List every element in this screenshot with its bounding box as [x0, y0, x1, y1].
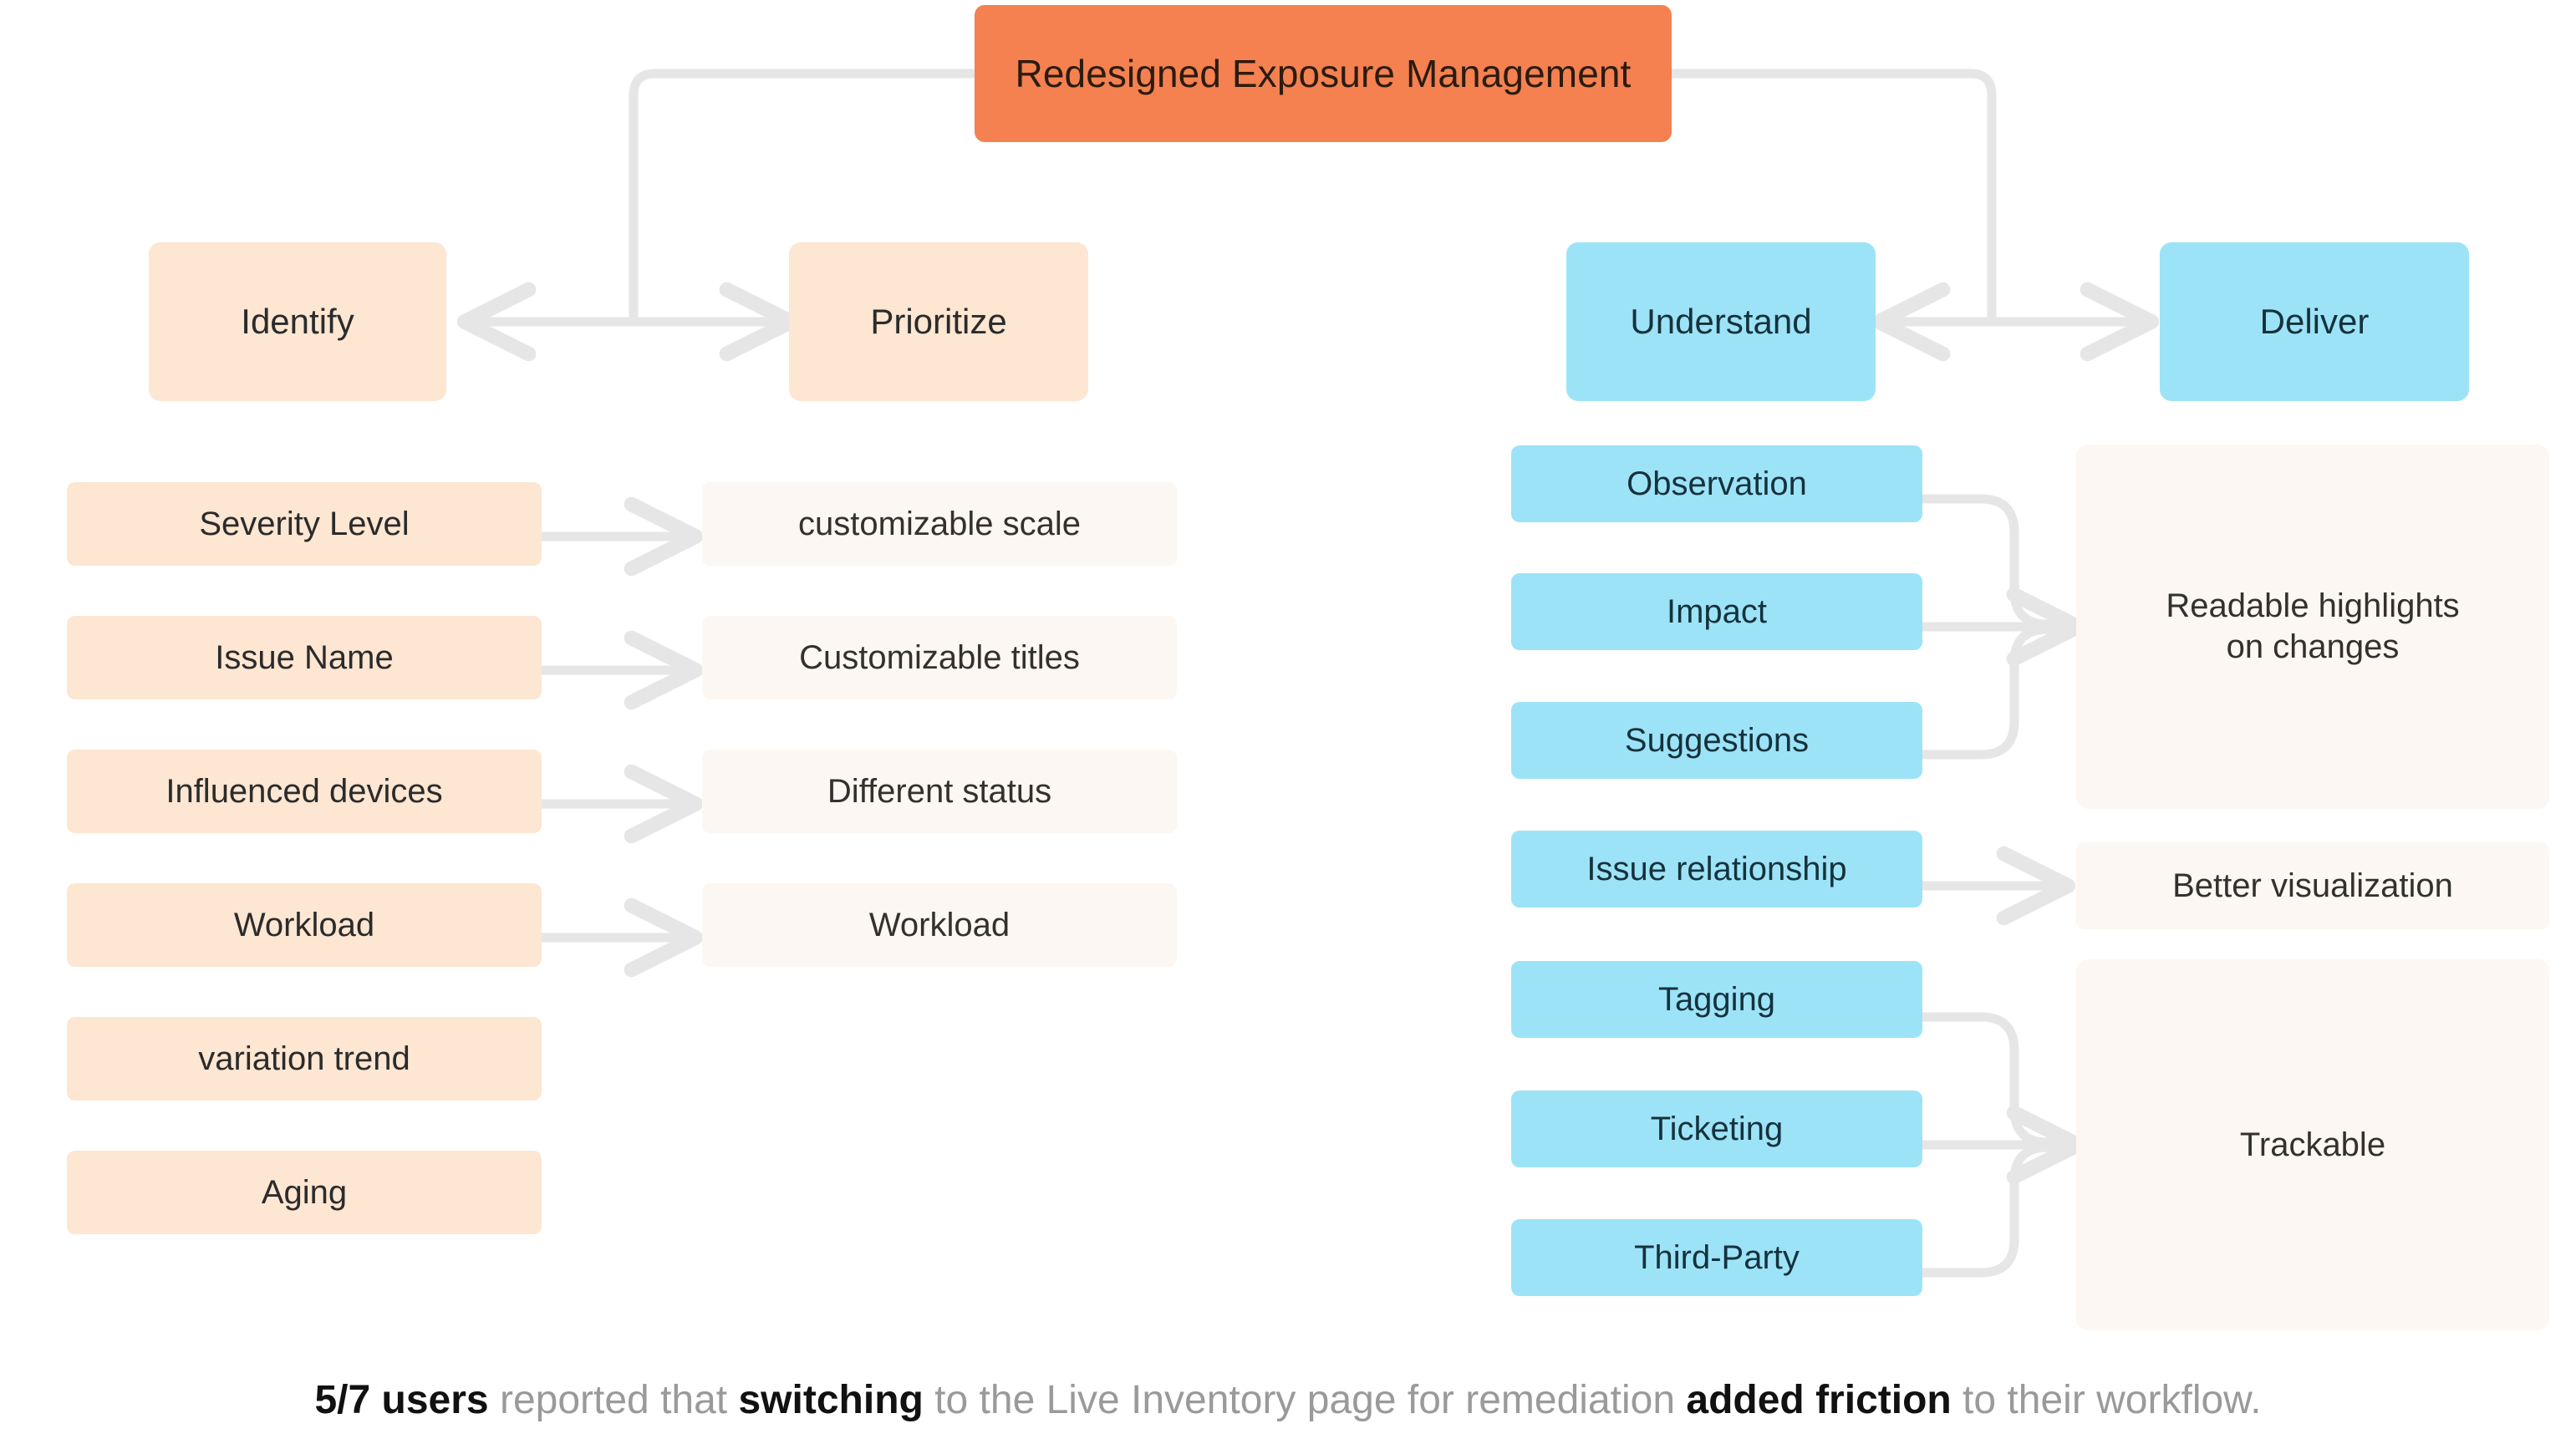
- right-input-observation[interactable]: Observation: [1511, 445, 1922, 522]
- caption-segment-switching: switching: [738, 1378, 924, 1422]
- left-output-different-status: Different status: [702, 750, 1177, 833]
- left-input-variation-trend[interactable]: variation trend: [67, 1017, 542, 1101]
- left-output-customizable-scale: customizable scale: [702, 482, 1177, 566]
- summary-caption: 5/7 users reported that switching to the…: [0, 1377, 2576, 1423]
- left-input-workload[interactable]: Workload: [67, 883, 542, 967]
- right-output-readable-highlights-line2: on changes: [2226, 628, 2400, 665]
- right-input-issue-relationship[interactable]: Issue relationship: [1511, 831, 1922, 908]
- left-input-severity-level[interactable]: Severity Level: [67, 482, 542, 566]
- stage-deliver[interactable]: Deliver: [2160, 242, 2469, 401]
- right-input-impact[interactable]: Impact: [1511, 573, 1922, 650]
- caption-segment-friction: added friction: [1686, 1378, 1952, 1422]
- stage-prioritize[interactable]: Prioritize: [789, 242, 1088, 401]
- connector-title-to-right-branch: [1667, 69, 2160, 362]
- right-output-readable-highlights-line1: Readable highlights: [2166, 587, 2460, 625]
- right-input-ticketing[interactable]: Ticketing: [1511, 1091, 1922, 1167]
- stage-understand[interactable]: Understand: [1566, 242, 1876, 401]
- right-output-better-visualization: Better visualization: [2076, 842, 2549, 929]
- right-input-tagging[interactable]: Tagging: [1511, 961, 1922, 1038]
- right-input-suggestions[interactable]: Suggestions: [1511, 702, 1922, 779]
- caption-segment-reported: reported that: [488, 1378, 739, 1422]
- left-output-customizable-titles: Customizable titles: [702, 616, 1177, 699]
- connector-brace-trackable: [1917, 1012, 2086, 1278]
- stage-identify[interactable]: Identify: [149, 242, 446, 401]
- connector-left-pairs: [537, 496, 704, 978]
- left-input-influenced-devices[interactable]: Influenced devices: [67, 750, 542, 833]
- right-input-third-party[interactable]: Third-Party: [1511, 1219, 1922, 1296]
- right-output-trackable: Trackable: [2076, 959, 2549, 1330]
- caption-segment-tail: to their workflow.: [1951, 1378, 2262, 1422]
- connector-brace-readable-highlights: [1917, 494, 2086, 760]
- connector-title-to-left-branch: [456, 69, 980, 362]
- right-output-readable-highlights: Readable highlights on changes: [2076, 445, 2549, 809]
- caption-segment-middle: to the Live Inventory page for remediati…: [923, 1378, 1687, 1422]
- left-output-workload: Workload: [702, 883, 1177, 967]
- caption-segment-users: 5/7 users: [314, 1378, 489, 1422]
- left-input-aging[interactable]: Aging: [67, 1151, 542, 1234]
- diagram-title-box: Redesigned Exposure Management: [975, 5, 1672, 142]
- left-input-issue-name[interactable]: Issue Name: [67, 616, 542, 699]
